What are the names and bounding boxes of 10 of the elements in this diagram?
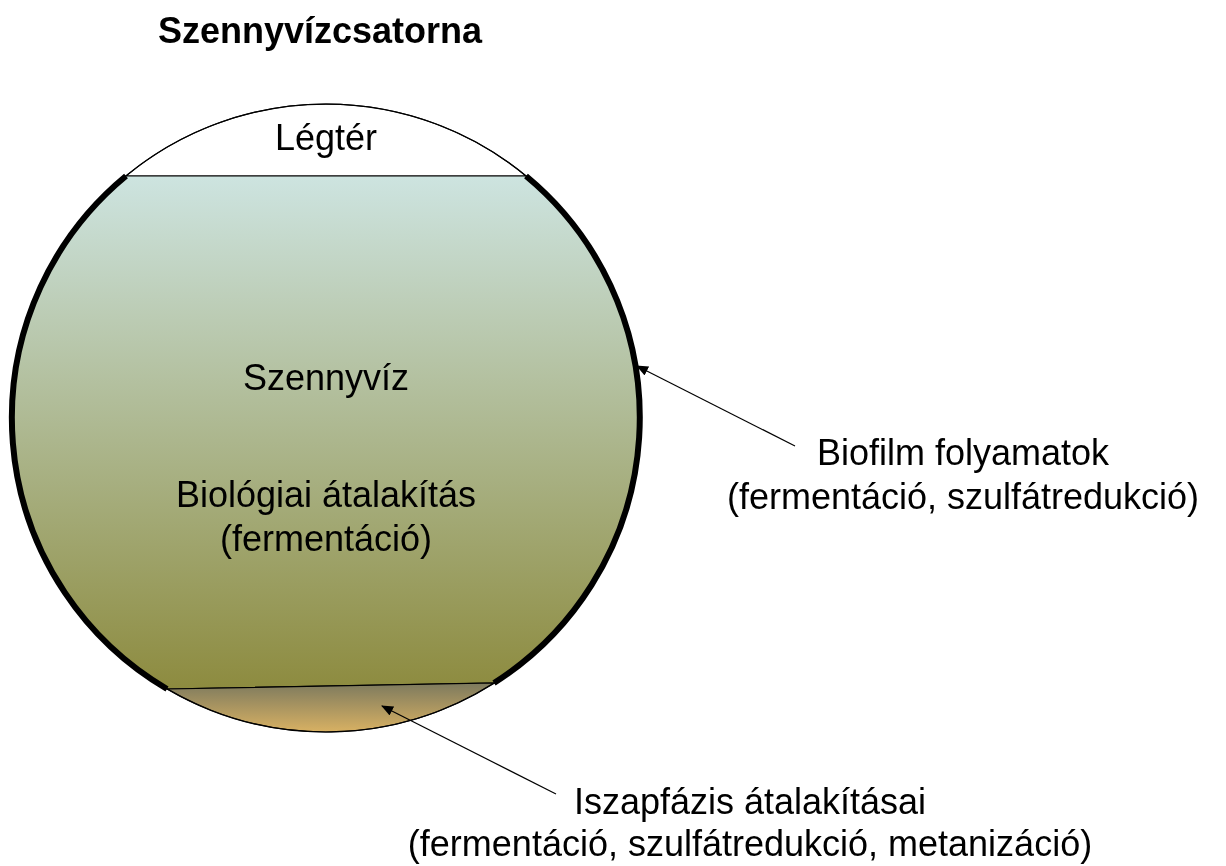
diagram-title: Szennyvízcsatorna (158, 10, 483, 52)
leader-line (381, 705, 557, 795)
annotation-title: Biofilm folyamatok (816, 431, 1110, 475)
leader-line (636, 365, 796, 447)
annotation-detail: (fermentáció, szulfátredukció) (726, 475, 1200, 519)
process-label: Biológiai átalakítás (fermentáció) (174, 473, 478, 561)
region-label: Légtér (274, 116, 378, 160)
annotation-title: Iszapfázis átalakításai (573, 781, 927, 823)
annotation-detail: (fermentáció, szulfátredukció, metanizáció) (407, 823, 1093, 865)
region-label: Szennyvíz (242, 356, 410, 400)
